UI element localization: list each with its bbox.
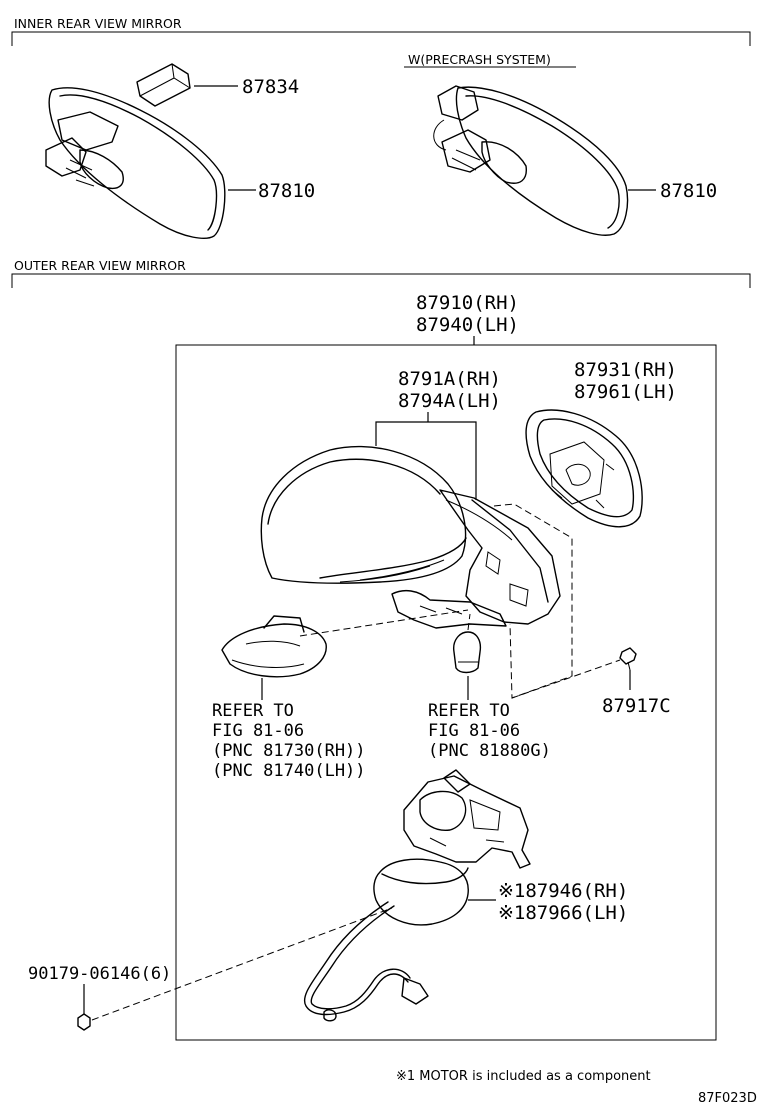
section-bracket-outer bbox=[11, 273, 751, 288]
label-motor-lh: ※187966(LH) bbox=[498, 902, 628, 924]
refer-right-line3: (PNC 81880G) bbox=[428, 741, 551, 761]
label-87810-left: 87810 bbox=[258, 180, 315, 202]
refer-left-line2: FIG 81-06 bbox=[212, 721, 304, 741]
label-87810-right: 87810 bbox=[660, 180, 717, 202]
section-bracket-inner bbox=[11, 31, 751, 46]
label-cover-rh: 8791A(RH) bbox=[398, 368, 501, 390]
leader-cover bbox=[375, 412, 477, 500]
refer-left-line4: (PNC 81740(LH)) bbox=[212, 761, 366, 781]
mirror-cover bbox=[260, 445, 467, 584]
motor-wiring bbox=[303, 901, 429, 1022]
bulb bbox=[453, 631, 482, 674]
refer-left-line3: (PNC 81730(RH)) bbox=[212, 741, 366, 761]
section-title-outer: OUTER REAR VIEW MIRROR bbox=[14, 258, 186, 273]
label-cover-lh: 8794A(LH) bbox=[398, 390, 501, 412]
refer-right-line1: REFER TO bbox=[428, 701, 510, 721]
label-glass-lh: 87961(LH) bbox=[574, 381, 677, 403]
clip-leader-dashed bbox=[91, 907, 393, 1021]
label-87834: 87834 bbox=[242, 76, 299, 98]
assembly-frame bbox=[175, 344, 717, 1041]
label-assy-lh: 87940(LH) bbox=[416, 314, 519, 336]
screw bbox=[619, 647, 637, 671]
body-outline-dashed bbox=[493, 503, 573, 699]
inner-mirror-left bbox=[45, 87, 226, 239]
footnote: ※1 MOTOR is included as a component bbox=[396, 1069, 651, 1084]
label-glass-rh: 87931(RH) bbox=[574, 359, 677, 381]
variant-label: W(PRECRASH SYSTEM) bbox=[408, 52, 551, 67]
bulb-leader-dashed bbox=[467, 613, 471, 631]
label-screw: 87917C bbox=[602, 695, 671, 717]
screw-leader-dashed bbox=[511, 659, 621, 699]
label-assy-rh: 87910(RH) bbox=[416, 292, 519, 314]
inner-mirror-right bbox=[433, 85, 629, 236]
mirror-glass bbox=[525, 409, 643, 528]
section-title-inner: INNER REAR VIEW MIRROR bbox=[14, 16, 182, 31]
mirror-motor bbox=[373, 769, 531, 926]
refer-right-line2: FIG 81-06 bbox=[428, 721, 520, 741]
label-clip: 90179-06146(6) bbox=[28, 964, 171, 984]
mirror-body bbox=[391, 489, 561, 629]
turn-signal-lamp bbox=[221, 615, 327, 678]
bracket-87834 bbox=[136, 63, 191, 107]
lamp-leader-dashed bbox=[299, 609, 469, 637]
refer-left-line1: REFER TO bbox=[212, 701, 294, 721]
figure-code: 87F023D bbox=[698, 1091, 757, 1106]
label-motor-rh: ※187946(RH) bbox=[498, 880, 628, 902]
clip-part bbox=[77, 1013, 91, 1031]
